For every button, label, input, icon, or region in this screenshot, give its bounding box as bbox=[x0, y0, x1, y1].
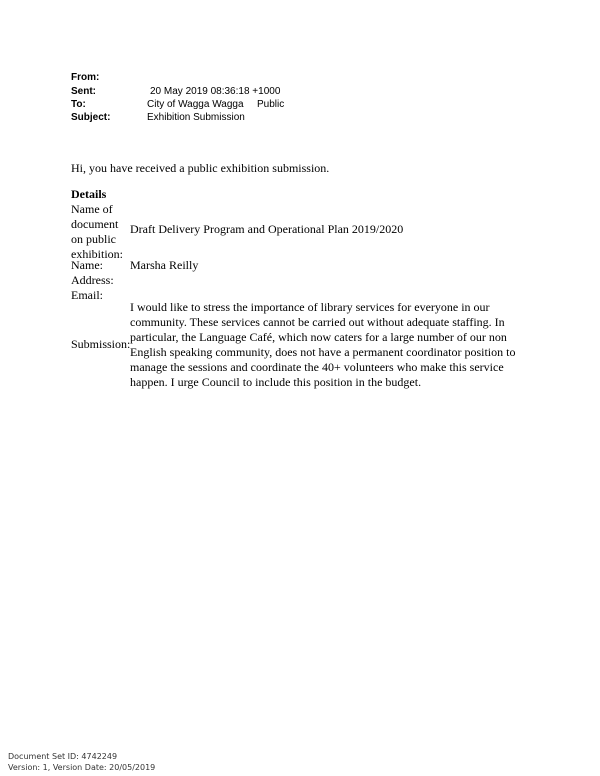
footer-document-id: Document Set ID: 4742249 bbox=[8, 752, 118, 761]
sent-label: Sent: bbox=[71, 86, 96, 97]
address-label: Address: bbox=[71, 273, 114, 287]
document-label-line: document bbox=[71, 217, 119, 231]
intro-text: Hi, you have received a public exhibitio… bbox=[71, 161, 330, 175]
subject-value: Exhibition Submission bbox=[147, 112, 245, 123]
subject-label: Subject: bbox=[71, 112, 111, 123]
sent-value: 20 May 2019 08:36:18 +1000 bbox=[150, 86, 281, 97]
name-label: Name: bbox=[71, 258, 103, 272]
footer-version: Version: 1, Version Date: 20/05/2019 bbox=[8, 763, 156, 772]
to-label: To: bbox=[71, 99, 86, 110]
submission-value: I would like to stress the importance of… bbox=[130, 300, 516, 389]
to-value: City of Wagga Wagga bbox=[147, 99, 244, 110]
submission-label: Submission: bbox=[71, 337, 131, 351]
document-value: Draft Delivery Program and Operational P… bbox=[130, 222, 404, 236]
details-heading: Details bbox=[71, 187, 107, 201]
document-label: Name of document on public exhibition: bbox=[71, 202, 123, 262]
name-value: Marsha Reilly bbox=[130, 258, 199, 272]
document-label-line: on public bbox=[71, 232, 116, 246]
document-label-line: Name of bbox=[71, 202, 113, 216]
email-label: Email: bbox=[71, 288, 103, 302]
from-label: From: bbox=[71, 72, 100, 83]
to-extra: Public bbox=[257, 99, 285, 110]
document-label-line: exhibition: bbox=[71, 247, 123, 261]
